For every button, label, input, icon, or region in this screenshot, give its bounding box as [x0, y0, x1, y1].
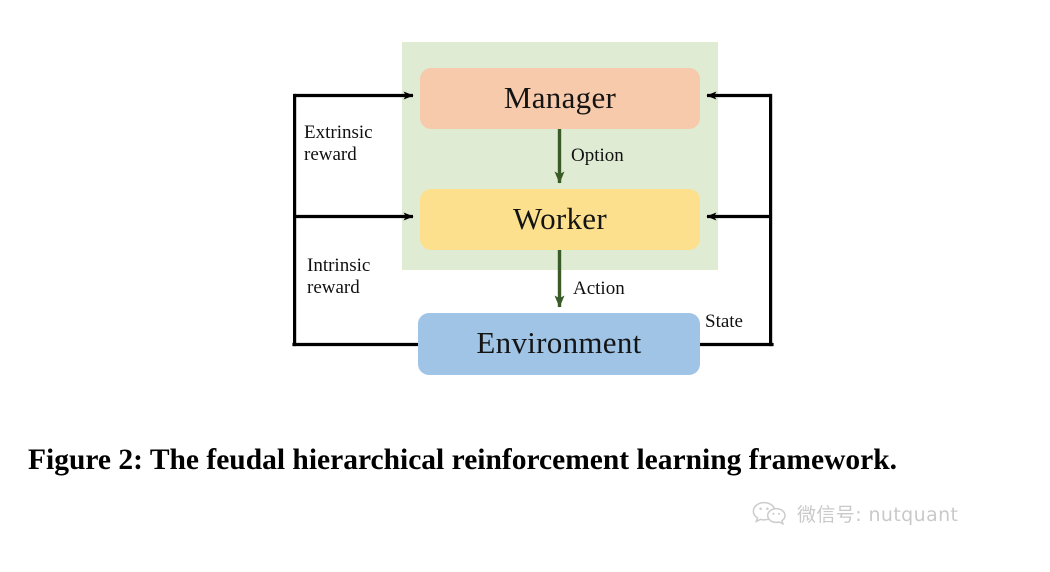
connector-lines — [292, 91, 774, 347]
figure-caption: Figure 2: The feudal hierarchical reinfo… — [28, 444, 898, 476]
node-worker-label: Worker — [513, 200, 607, 236]
node-manager-label: Manager — [503, 79, 617, 115]
node-environment-label: Environment — [476, 325, 642, 360]
diagram-canvas: Manager Worker Environment Extrinsic rew… — [292, 42, 774, 375]
watermark: 微信号: nutquant — [752, 500, 958, 527]
edge-label-intrinsic-reward: Intrinsic reward — [307, 255, 371, 299]
edge-label-option: Option — [571, 145, 624, 166]
wechat-icon — [752, 501, 786, 525]
edge-label-action: Action — [573, 278, 625, 299]
node-manager[interactable]: Manager — [420, 68, 700, 129]
node-environment[interactable]: Environment — [418, 313, 700, 375]
watermark-text: 微信号: nutquant — [797, 504, 959, 526]
edge-label-extrinsic-reward: Extrinsic reward — [304, 122, 373, 166]
edge-label-state: State — [705, 311, 743, 332]
node-worker[interactable]: Worker — [420, 189, 700, 250]
